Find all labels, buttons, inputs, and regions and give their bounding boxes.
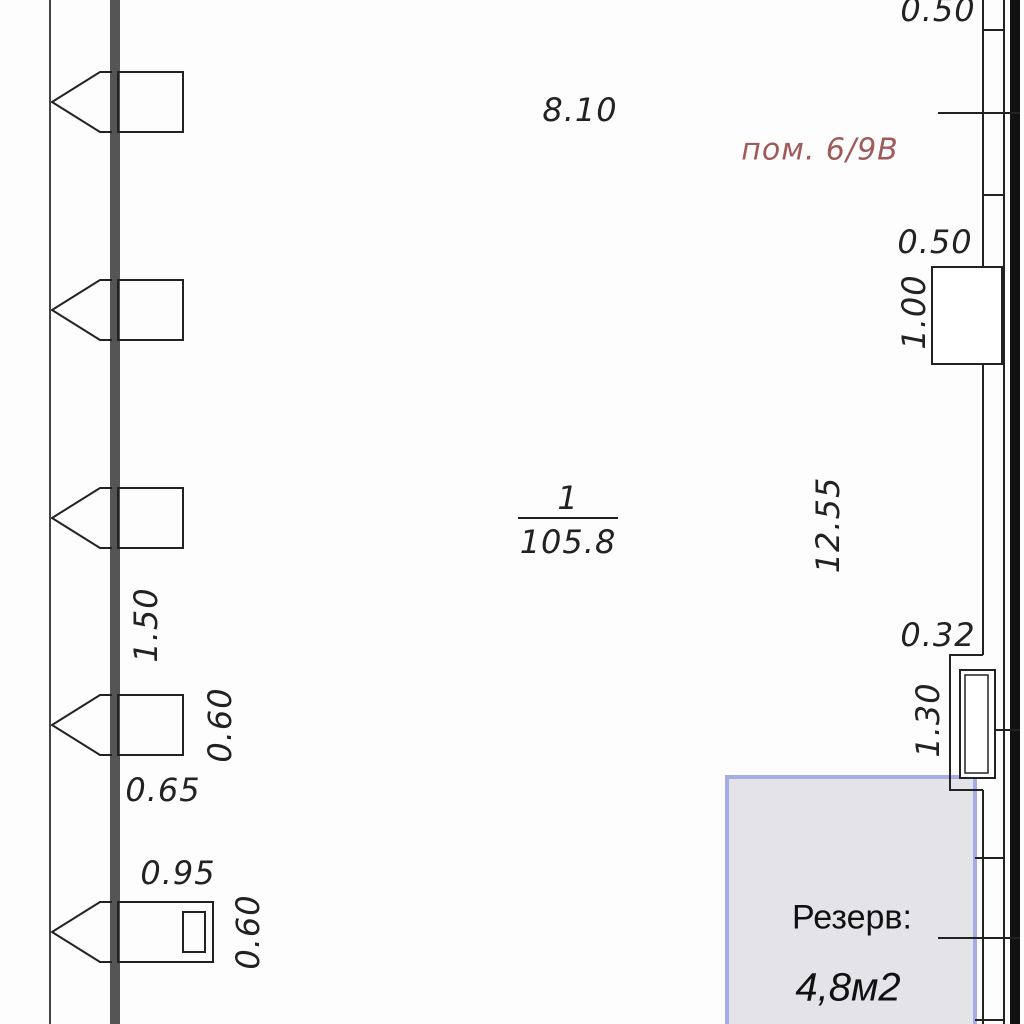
- wall-unit-detail: [182, 911, 206, 953]
- dim-left-spacing: 1.50: [127, 587, 165, 663]
- radiator-triangle: [50, 279, 112, 341]
- dim-left-last-unit-depth: 0.60: [229, 894, 267, 970]
- radiator-triangle: [50, 487, 112, 549]
- radiator-triangle: [50, 71, 112, 133]
- wall-unit: [117, 71, 184, 133]
- left-wall: [110, 0, 120, 1024]
- reserve-area-value: 4,8м2: [795, 965, 901, 1010]
- radiator-triangle: [50, 901, 112, 963]
- dim-window-offset: 0.32: [900, 616, 976, 654]
- reserve-label: Резерв:: [792, 898, 912, 937]
- dim-top-width: 8.10: [542, 91, 618, 129]
- room-label: пом. 6/9В: [741, 132, 899, 168]
- niche: [931, 266, 1003, 365]
- dim-right-pier: 0.50: [897, 223, 973, 261]
- room-area: 105.8: [519, 523, 617, 561]
- wall-unit: [117, 901, 214, 963]
- wall-unit: [117, 279, 184, 341]
- wall-unit: [117, 694, 184, 756]
- window-recess: [949, 654, 983, 791]
- room-number: 1: [557, 479, 579, 517]
- dim-left-last-unit-width: 0.95: [140, 854, 216, 892]
- reserve-area[interactable]: [725, 775, 977, 1024]
- dim-right-top-pier: 0.50: [900, 0, 976, 29]
- dim-window: 1.30: [909, 682, 947, 758]
- dim-right-length: 12.55: [809, 476, 847, 574]
- dim-left-unit-width: 0.65: [125, 771, 201, 809]
- dim-right-niche: 1.00: [895, 274, 933, 350]
- window: [959, 669, 996, 779]
- wall-unit: [117, 487, 184, 549]
- dim-left-unit-depth: 0.60: [201, 687, 239, 763]
- radiator-triangle: [50, 694, 112, 756]
- right-wall: [1010, 0, 1020, 1024]
